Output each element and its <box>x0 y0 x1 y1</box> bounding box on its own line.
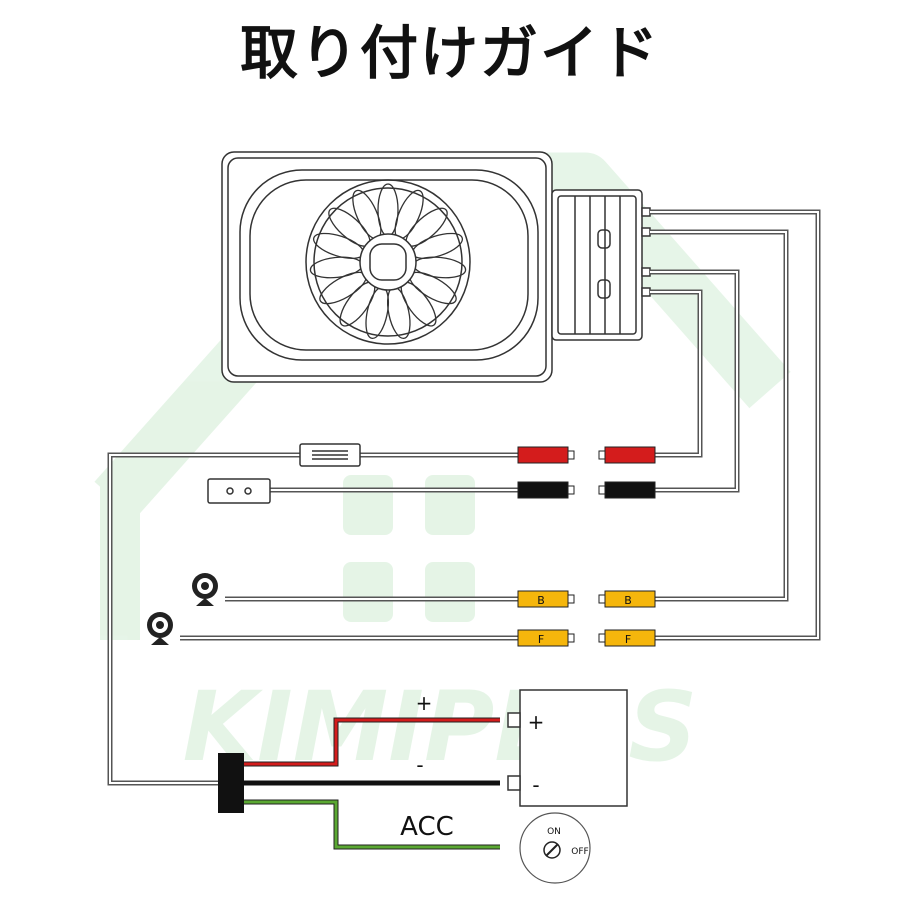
wiring <box>107 209 821 786</box>
ignition-switch-icon: ON OFF <box>519 812 591 884</box>
black-connector-left <box>517 481 575 499</box>
rear-connector-right: B <box>598 590 656 608</box>
ignition-on-label: ON <box>547 827 561 837</box>
front-connector-left-label: F <box>538 633 544 646</box>
button-box <box>207 478 271 504</box>
power-wires <box>244 717 500 850</box>
rear-connector-right-label: B <box>624 594 632 607</box>
red-connector-left <box>517 446 575 464</box>
positive-wire-label: + <box>416 691 433 715</box>
battery-plus-label: + <box>528 710 545 734</box>
lens-icon <box>305 179 471 345</box>
front-connector-left: F <box>517 629 575 647</box>
fuse-box <box>299 443 361 467</box>
cable-connector-block <box>551 189 651 341</box>
rear-connector-left-label: B <box>537 594 545 607</box>
rear-camera-icon <box>192 573 218 606</box>
front-connector-right-label: F <box>625 633 631 646</box>
red-connector-right <box>598 446 656 464</box>
page-title: 取り付けガイド <box>239 19 660 87</box>
battery: + - <box>507 689 628 807</box>
acc-wire-label: ACC <box>400 812 454 842</box>
black-connector-right <box>598 481 656 499</box>
front-connector-right: F <box>598 629 656 647</box>
ignition-off-label: OFF <box>571 847 588 857</box>
rear-connector-left: B <box>517 590 575 608</box>
battery-minus-label: - <box>532 773 539 797</box>
power-connector <box>218 753 244 813</box>
negative-wire-label: - <box>416 753 423 777</box>
dashcam-unit <box>221 151 651 383</box>
front-camera-icon <box>147 612 173 645</box>
